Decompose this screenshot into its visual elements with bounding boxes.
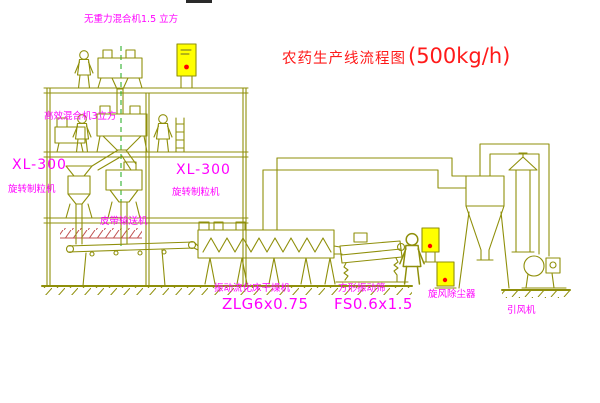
cyclone-dust-collector [458,175,510,289]
workers [72,50,425,285]
label-fan: 引风机 [507,305,536,316]
platform-hatch [60,228,142,239]
label-dryer-model: ZLG6x0.75 [222,295,309,313]
floor2-left-machine [54,117,86,153]
label-belt-conveyor: 皮带输送机 [100,216,148,227]
zero-gravity-mixer [97,49,143,115]
induced-draft-fan [521,255,567,289]
label-granulator-left-name: 旋转制粒机 [8,184,56,195]
exhaust-duct-run [262,157,467,231]
label-cyclone: 旋风除尘器 [428,289,476,300]
label-granulator-left-model: XL-300 [12,157,67,173]
control-cabinet-mid [421,227,440,263]
diagram-title: 农药生产线流程图 (500kg/h) [282,44,510,68]
title-text: 农药生产线流程图 [282,51,406,67]
vibrating-screen [335,232,409,283]
top-edge-artifact [186,0,212,3]
cyclone-outlet-pipe [479,143,550,257]
high-efficiency-mixer [91,105,148,171]
ground-line [41,285,571,298]
fluid-bed-dryer [197,221,343,285]
control-cabinet-right [434,261,457,289]
person-ground [399,232,425,285]
person-top-floor [74,50,94,89]
building-frame [43,87,249,287]
label-dryer-name: 振动流化床干燥机 [214,283,291,294]
granulator-mid [105,161,143,245]
exhaust-stack [508,152,538,253]
person-second-floor-right [153,114,173,153]
label-granulator-mid-name: 旋转制粒机 [172,187,220,198]
label-screen-name: 方形振动筛 [338,283,386,294]
label-mixer-high: 高效混合机3立方 [44,111,117,122]
granulator-left [65,165,93,245]
label-mixer-top: 无重力混合机1.5 立方 [84,14,179,25]
label-granulator-mid-model: XL-300 [176,162,231,178]
label-screen-model: FS0.6x1.5 [334,295,413,313]
control-cabinet-top [176,43,197,89]
title-capacity: (500kg/h) [408,44,511,68]
belt-conveyor [65,240,199,287]
ladder [175,117,185,153]
